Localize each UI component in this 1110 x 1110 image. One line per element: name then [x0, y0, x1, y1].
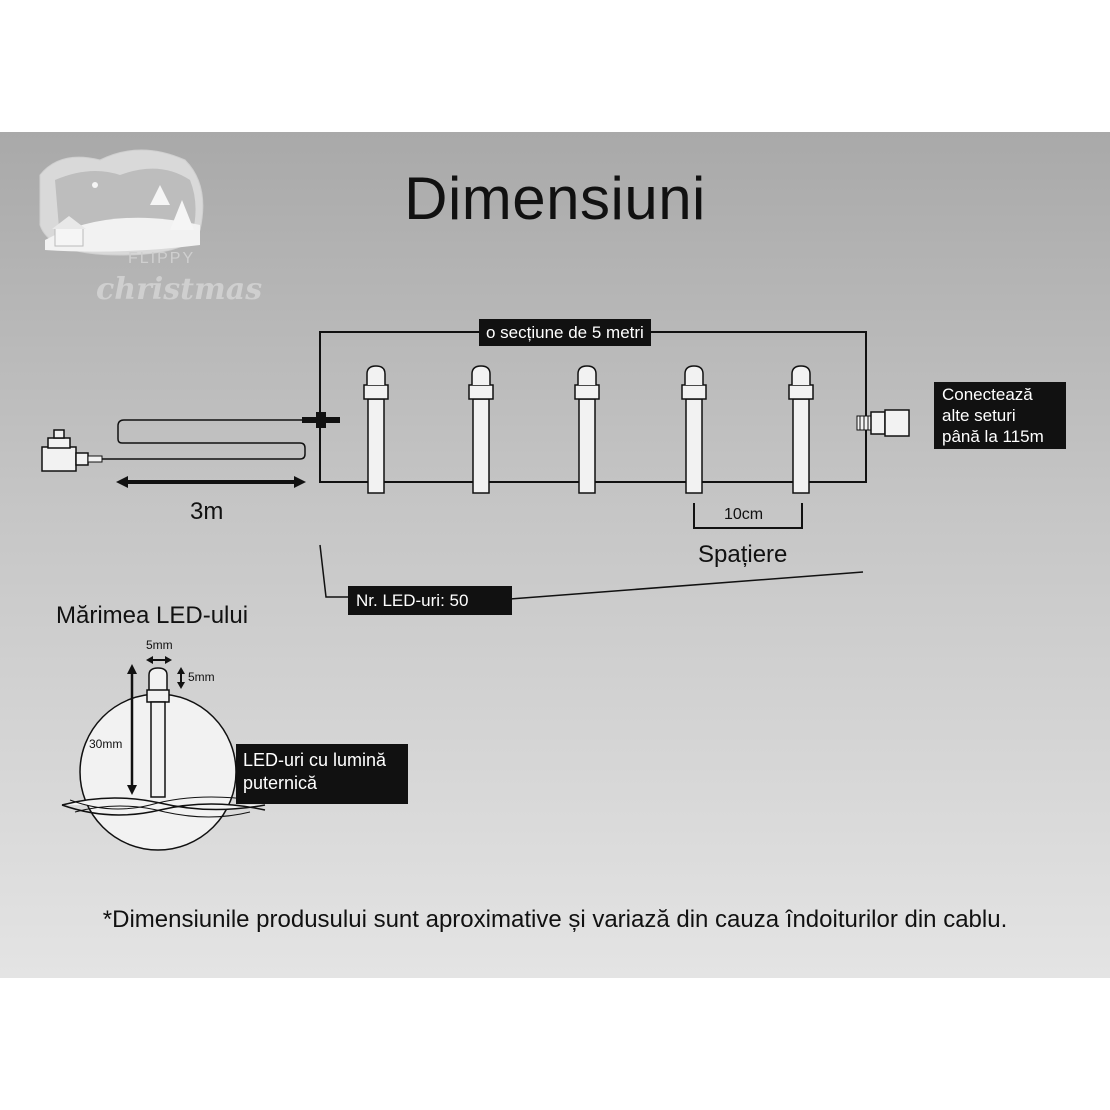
- logo-script: christmas: [96, 272, 263, 307]
- led-bulb-icon: [363, 365, 389, 494]
- bright-led-line-1: LED-uri cu lumină: [243, 750, 387, 770]
- detail-led-icon: [146, 667, 170, 798]
- connect-label: Conectează alte seturi până la 115m: [934, 382, 1066, 449]
- cable-length-arrow: [116, 476, 306, 488]
- bright-led-line-2: puternică: [243, 773, 318, 793]
- dim-height-label: 30mm: [89, 737, 123, 751]
- spacing-label: Spațiere: [698, 541, 788, 568]
- power-adapter-icon: [41, 429, 103, 472]
- twisted-wire: [61, 796, 266, 818]
- led-count-label: Nr. LED-uri: 50: [348, 586, 512, 615]
- count-pointer-right: [509, 571, 864, 600]
- bright-led-label: LED-uri cu lumină puternică: [236, 744, 408, 804]
- dim-width-label: 5mm: [146, 638, 173, 652]
- cable-length-label: 3m: [190, 498, 224, 525]
- logo-brand: FLIPPY: [128, 250, 196, 267]
- power-cable: [102, 419, 316, 460]
- led-bulb-icon: [574, 365, 600, 494]
- dim-arrow-head: [177, 667, 185, 689]
- footnote: *Dimensiunile produsului sunt aproximati…: [102, 906, 1008, 933]
- page-title: Dimensiuni: [404, 165, 706, 232]
- dim-arrow-height: [127, 664, 137, 795]
- spacing-bracket: [693, 503, 803, 529]
- dim-head-label: 5mm: [188, 670, 215, 684]
- logo-landscape-icon: [39, 149, 204, 256]
- led-bulb-icon: [681, 365, 707, 494]
- section-label: o secțiune de 5 metri: [479, 319, 651, 346]
- end-connector-icon: [856, 409, 910, 437]
- led-size-title: Mărimea LED-ului: [56, 602, 249, 629]
- connect-label-line-2: alte seturi: [942, 406, 1016, 425]
- led-bulb-icon: [468, 365, 494, 494]
- spacing-value: 10cm: [724, 506, 764, 523]
- connector-icon: [302, 412, 340, 428]
- dim-arrow-width: [146, 656, 172, 664]
- connect-label-line-3: până la 115m: [942, 427, 1044, 446]
- count-pointer-left: [319, 544, 348, 598]
- connect-label-line-1: Conectează: [942, 385, 1033, 404]
- led-bulb-icon: [788, 365, 814, 494]
